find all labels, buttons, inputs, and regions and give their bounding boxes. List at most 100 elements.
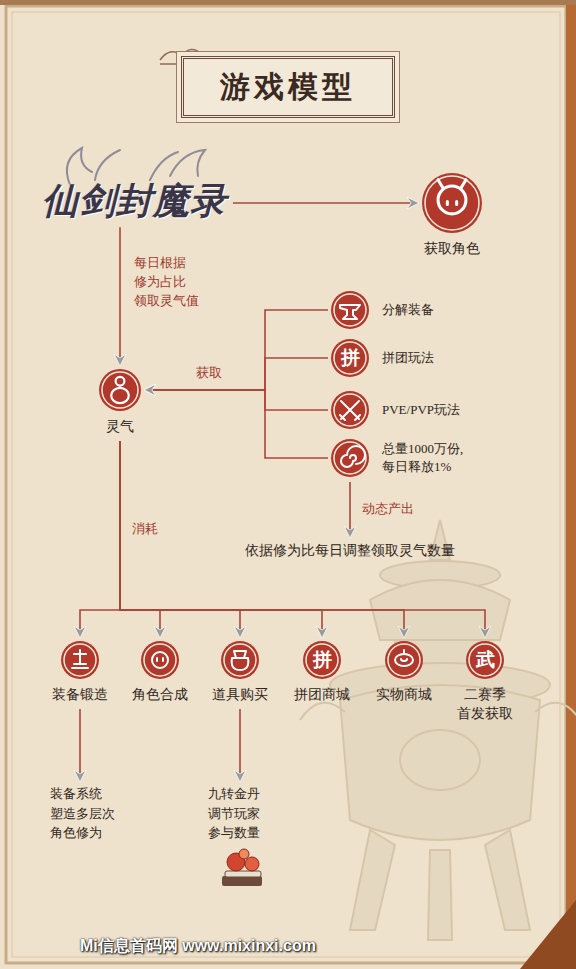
paper-frame bbox=[6, 6, 566, 963]
icon-glyph: 拼 bbox=[302, 640, 342, 680]
edge-label: 每日根据 修为占比 领取灵气值 bbox=[134, 254, 206, 311]
icon-disc bbox=[385, 641, 423, 679]
connector-arrow bbox=[145, 390, 328, 458]
connector-arrow bbox=[119, 227, 121, 365]
note-text: 装备系统 塑造多层次 角色修为 bbox=[50, 784, 122, 843]
icon-symbol bbox=[152, 652, 168, 668]
icon-node: 角色合成 bbox=[140, 640, 180, 680]
icon-ring bbox=[102, 372, 138, 408]
node-label: 拼团商城 bbox=[294, 686, 350, 705]
node-label: PVE/PVP玩法 bbox=[382, 401, 460, 419]
icon-disc bbox=[221, 641, 259, 679]
icon-ring bbox=[224, 644, 256, 676]
title-ornament bbox=[160, 49, 397, 117]
edge-label: 获取 bbox=[196, 364, 222, 383]
node-label: 总量1000万份, 每日释放1% bbox=[382, 440, 482, 475]
elixir-illustration bbox=[239, 849, 249, 859]
cauldron-illustration bbox=[428, 850, 452, 940]
connector-arrow bbox=[120, 441, 160, 637]
note-text: 九转金丹 调节玩家 参与数量 bbox=[208, 784, 268, 843]
node-label: 拼团玩法 bbox=[382, 349, 434, 367]
logo-wings bbox=[67, 148, 205, 185]
icon-disc bbox=[422, 173, 482, 233]
icon-disc bbox=[331, 291, 369, 329]
icon-disc bbox=[141, 641, 179, 679]
connector-arrow bbox=[79, 709, 81, 781]
cauldron-illustration bbox=[350, 830, 395, 930]
connector-arrow bbox=[120, 441, 240, 637]
cauldron-illustration bbox=[340, 685, 540, 840]
text-node: 九转金丹 调节玩家 参与数量 bbox=[208, 784, 268, 843]
icon-ring bbox=[334, 394, 366, 426]
node-label: 获取角色 bbox=[424, 240, 480, 259]
elixir-illustration bbox=[245, 857, 259, 871]
icon-circle bbox=[220, 640, 260, 680]
icon-node: 分解装备 bbox=[330, 290, 370, 330]
text-node: 依据修为比每日调整领取灵气数量 bbox=[245, 540, 455, 561]
connector-arrow bbox=[145, 390, 328, 410]
icon-symbol bbox=[111, 377, 129, 403]
cauldron-illustration bbox=[300, 520, 576, 940]
icon-disc bbox=[331, 391, 369, 429]
node-label: 道具购买 bbox=[212, 686, 268, 705]
logo-wings bbox=[150, 152, 178, 180]
node-label: 角色合成 bbox=[132, 686, 188, 705]
connector-arrow bbox=[239, 709, 241, 781]
icon-ring bbox=[144, 644, 176, 676]
icon-disc bbox=[466, 641, 504, 679]
icon-node: PVE/PVP玩法 bbox=[330, 390, 370, 430]
cauldron-illustration bbox=[400, 730, 480, 790]
icon-glyph: 拼 bbox=[330, 338, 370, 378]
icon-glyph: 武 bbox=[465, 640, 505, 680]
icon-node: 灵气 bbox=[98, 368, 142, 412]
connector-arrow bbox=[145, 358, 328, 390]
icon-circle bbox=[330, 438, 370, 478]
connector-arrow bbox=[120, 441, 485, 637]
edge-label: 动态产出 bbox=[362, 500, 414, 519]
cauldron-illustration bbox=[300, 703, 576, 720]
icon-ring bbox=[334, 442, 366, 474]
icon-symbol bbox=[232, 651, 249, 670]
icon-circle bbox=[98, 368, 142, 412]
connector-arrow bbox=[233, 202, 418, 204]
edge-label: 消耗 bbox=[132, 520, 158, 539]
paper-frame bbox=[0, 0, 576, 5]
watermark: Mi信息首码网 www.mixinxi.com bbox=[80, 936, 316, 957]
text-node: 仙剑封魔录 bbox=[42, 180, 227, 223]
icon-circle bbox=[140, 640, 180, 680]
paper-frame bbox=[566, 0, 576, 969]
icon-disc bbox=[331, 339, 369, 377]
icon-node: 道具购买 bbox=[220, 640, 260, 680]
icon-ring bbox=[425, 176, 479, 230]
logo-text: 仙剑封魔录 bbox=[42, 180, 227, 223]
icon-circle bbox=[330, 290, 370, 330]
text-node: 装备系统 塑造多层次 角色修为 bbox=[50, 784, 122, 843]
node-label: 二赛季 首发获取 bbox=[454, 686, 516, 724]
icon-symbol bbox=[340, 305, 360, 319]
icon-symbol bbox=[395, 650, 413, 666]
icon-symbol bbox=[438, 180, 466, 214]
elixir-illustration bbox=[222, 849, 262, 886]
connector-arrow bbox=[349, 482, 351, 537]
icon-node: 实物商城 bbox=[384, 640, 424, 680]
icon-disc bbox=[331, 439, 369, 477]
connector-arrow bbox=[145, 310, 328, 390]
icon-node: 武二赛季 首发获取 bbox=[465, 640, 505, 680]
icon-ring bbox=[334, 294, 366, 326]
icon-ring bbox=[64, 644, 96, 676]
icon-disc bbox=[61, 641, 99, 679]
logo-wings bbox=[67, 148, 92, 185]
icon-disc bbox=[303, 641, 341, 679]
icon-node: 总量1000万份, 每日释放1% bbox=[330, 438, 370, 478]
icon-circle bbox=[60, 640, 100, 680]
icon-symbol bbox=[340, 401, 360, 420]
icon-symbol bbox=[72, 650, 88, 668]
node-label: 实物商城 bbox=[376, 686, 432, 705]
paper-frame bbox=[12, 12, 560, 957]
note-text: 依据修为比每日调整领取灵气数量 bbox=[245, 540, 455, 561]
paper-frame bbox=[520, 900, 576, 969]
